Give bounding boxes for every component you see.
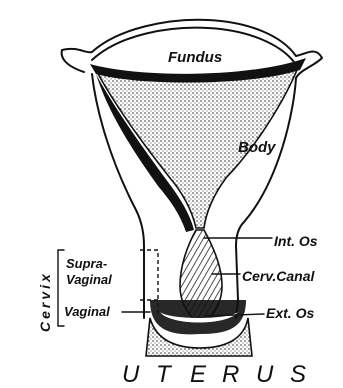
label-supra-vaginal: Vaginal <box>66 272 112 287</box>
title-letter: U <box>122 361 140 388</box>
label-body: Body <box>238 139 276 156</box>
label-ext-os: Ext. Os <box>266 305 314 321</box>
label-vaginal: Vaginal <box>64 304 110 319</box>
label-int-os: Int. Os <box>274 233 318 249</box>
label-cervix: Cervix <box>37 271 53 332</box>
title-letter: T <box>156 361 173 388</box>
title-letter: R <box>222 361 239 388</box>
label-fundus: Fundus <box>168 49 222 66</box>
label-supra: Supra- <box>66 256 107 271</box>
label-cerv-canal: Cerv.Canal <box>242 268 315 284</box>
supra-vaginal-bracket <box>140 250 158 300</box>
title-letter: S <box>290 361 306 388</box>
ext-os-fornix <box>150 300 246 334</box>
title-uterus: U T E R U S <box>122 361 306 388</box>
title-letter: U <box>256 361 274 388</box>
title-letter: E <box>190 361 207 388</box>
